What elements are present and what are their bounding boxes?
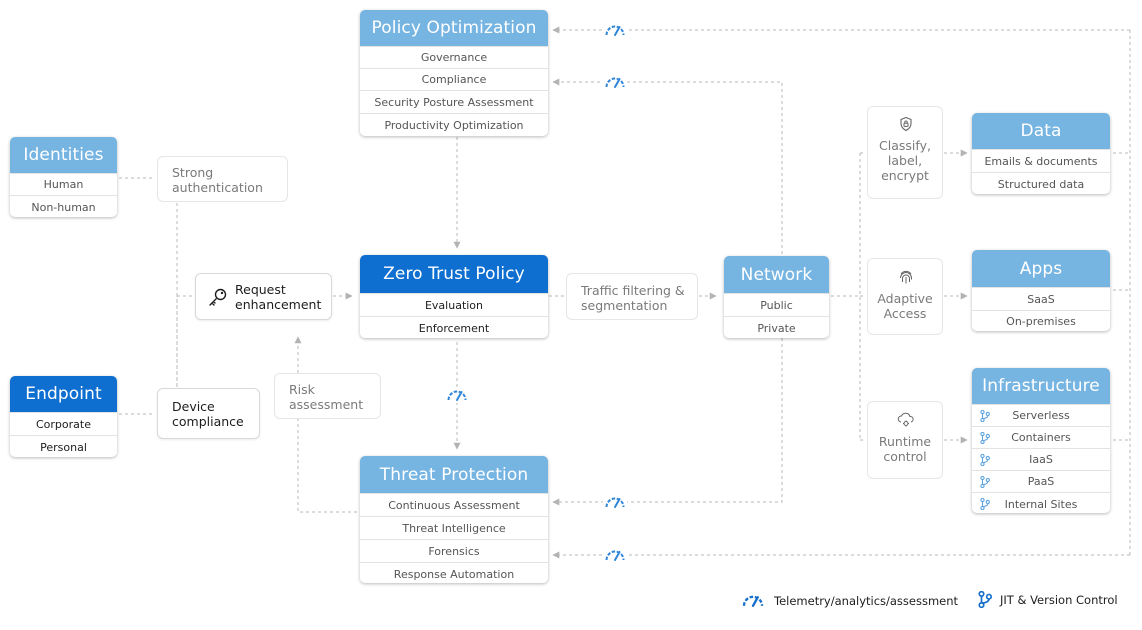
policy-item: Compliance — [360, 68, 548, 90]
data-item: Emails & documents — [972, 149, 1110, 172]
endpoint-item: Personal — [10, 435, 117, 457]
fingerprint-icon — [900, 270, 912, 284]
zero-trust-item: Enforcement — [360, 316, 548, 338]
shield-lock-icon — [900, 116, 912, 132]
zero-trust-policy-title: Zero Trust Policy — [360, 255, 548, 293]
gauge-icon — [742, 595, 764, 607]
gauge-icon — [603, 547, 627, 563]
infrastructure-item: IaaS — [972, 448, 1110, 470]
policy-optimization-box: Policy Optimization Governance Complianc… — [360, 10, 548, 136]
network-title: Network — [724, 256, 829, 293]
data-item: Structured data — [972, 172, 1110, 194]
gauge-icon — [603, 22, 627, 38]
legend-jit: JIT & Version Control — [978, 591, 1118, 608]
classify-label-encrypt-label: Classify, label, encrypt — [867, 106, 943, 199]
legend-jit-label: JIT & Version Control — [1000, 592, 1118, 607]
infrastructure-item-label: Containers — [1011, 431, 1071, 444]
network-item: Public — [724, 293, 829, 316]
infrastructure-item-label: Serverless — [1012, 409, 1070, 422]
risk-assessment-label: Risk assessment — [274, 373, 381, 419]
traffic-filtering-label: Traffic filtering & segmentation — [566, 273, 698, 320]
identities-box: Identities Human Non-human — [10, 137, 117, 217]
legend-telemetry-label: Telemetry/analytics/assessment — [774, 593, 959, 608]
adaptive-access-label: Adaptive Access — [867, 258, 943, 335]
endpoint-title: Endpoint — [10, 376, 117, 412]
branch-icon — [980, 409, 990, 422]
branch-icon — [980, 453, 990, 466]
cloud-gear-icon — [897, 412, 914, 427]
identities-title: Identities — [10, 137, 117, 173]
infrastructure-item-label: PaaS — [1027, 475, 1055, 488]
threat-item: Continuous Assessment — [360, 493, 548, 516]
network-box: Network Public Private — [724, 256, 829, 338]
network-item: Private — [724, 316, 829, 338]
branch-icon — [980, 498, 990, 510]
apps-title: Apps — [972, 250, 1110, 287]
branch-icon — [980, 475, 990, 488]
identity-item: Non-human — [10, 195, 117, 217]
device-compliance-label: Device compliance — [157, 388, 260, 439]
infrastructure-item: Internal Sites — [972, 492, 1110, 513]
endpoint-item: Corporate — [10, 412, 117, 435]
branch-icon — [978, 591, 992, 608]
threat-protection-box: Threat Protection Continuous Assessment … — [360, 456, 548, 583]
infrastructure-item-label: IaaS — [1029, 453, 1053, 466]
infrastructure-item: Containers — [972, 426, 1110, 448]
endpoint-box: Endpoint Corporate Personal — [10, 376, 117, 457]
infrastructure-item-label: Internal Sites — [1004, 497, 1078, 511]
apps-item: SaaS — [972, 287, 1110, 310]
key-icon — [209, 288, 227, 306]
infrastructure-item: Serverless — [972, 404, 1110, 426]
threat-item: Threat Intelligence — [360, 516, 548, 539]
threat-item: Forensics — [360, 539, 548, 562]
gauge-icon — [603, 494, 627, 510]
branch-icon — [980, 431, 990, 444]
infrastructure-box: Infrastructure Serverless Containers Iaa… — [972, 368, 1110, 513]
threat-item: Response Automation — [360, 562, 548, 583]
apps-box: Apps SaaS On-premises — [972, 250, 1110, 331]
identity-item: Human — [10, 173, 117, 195]
request-enhancement-label: Request enhancement — [195, 273, 332, 320]
apps-item: On-premises — [972, 310, 1110, 331]
policy-item: Governance — [360, 46, 548, 68]
infrastructure-title: Infrastructure — [972, 368, 1110, 404]
gauge-icon — [603, 74, 627, 90]
runtime-control-label: Runtime control — [867, 401, 943, 479]
gauge-icon — [445, 387, 469, 403]
strong-authentication-label: Strong authentication — [157, 156, 288, 202]
threat-protection-title: Threat Protection — [360, 456, 548, 493]
zero-trust-item: Evaluation — [360, 293, 548, 316]
policy-optimization-title: Policy Optimization — [360, 10, 548, 46]
zero-trust-policy-box: Zero Trust Policy Evaluation Enforcement — [360, 255, 548, 338]
data-box: Data Emails & documents Structured data — [972, 113, 1110, 194]
legend-telemetry: Telemetry/analytics/assessment — [740, 592, 958, 609]
policy-item: Productivity Optimization — [360, 113, 548, 136]
policy-item: Security Posture Assessment — [360, 90, 548, 113]
data-title: Data — [972, 113, 1110, 149]
infrastructure-item: PaaS — [972, 470, 1110, 492]
